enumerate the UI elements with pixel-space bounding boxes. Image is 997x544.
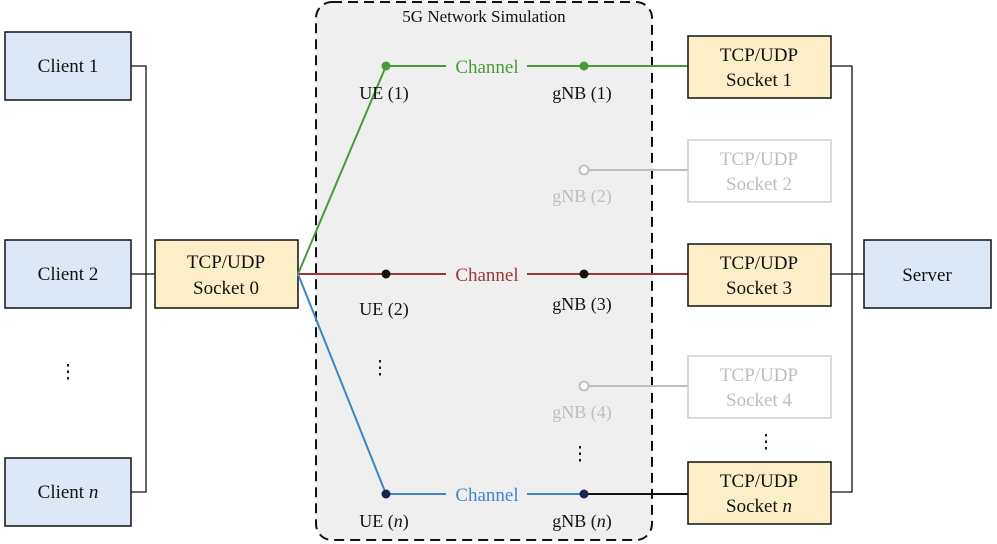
client-label-n-var: n bbox=[89, 482, 99, 503]
client-box-2: Client 2 bbox=[4, 239, 132, 309]
client-box-1: Client 1 bbox=[4, 31, 132, 101]
socket-4-box: TCP/UDP Socket 4 bbox=[687, 355, 832, 419]
socket-n-box: TCP/UDP Socket n bbox=[687, 461, 832, 525]
svg-text:gNB (4): gNB (4) bbox=[552, 402, 612, 423]
socket-3-line1: TCP/UDP bbox=[720, 253, 798, 274]
socket-0-line2: Socket 0 bbox=[193, 278, 259, 299]
ue1-label: UE ( bbox=[359, 83, 394, 104]
server-label: Server bbox=[902, 265, 952, 286]
socket-2-box: TCP/UDP Socket 2 bbox=[687, 139, 832, 203]
client-label-1: Client 1 bbox=[38, 56, 99, 77]
channel-label-n: Channel bbox=[455, 485, 518, 506]
socket-1-line2: Socket 1 bbox=[726, 70, 792, 91]
svg-text:gNB (1): gNB (1) bbox=[552, 83, 612, 104]
svg-text:gNB (3): gNB (3) bbox=[552, 294, 612, 315]
ue2-node bbox=[381, 269, 391, 279]
gnb1-label: gNB ( bbox=[552, 83, 597, 104]
client-label-n: Client bbox=[38, 482, 89, 503]
socket-2-line2: Socket 2 bbox=[726, 174, 792, 195]
gnb2-node bbox=[578, 164, 590, 176]
svg-text:UE (1): UE (1) bbox=[359, 83, 409, 104]
socket-2-line1: TCP/UDP bbox=[720, 149, 798, 170]
client-label-2: Client 2 bbox=[38, 264, 99, 285]
svg-text:gNB (2): gNB (2) bbox=[552, 186, 612, 207]
ue1-node bbox=[381, 61, 391, 71]
client-box-n: Client n bbox=[4, 457, 132, 527]
svg-text:UE (n): UE (n) bbox=[359, 511, 409, 532]
svg-text:UE (2): UE (2) bbox=[359, 299, 409, 320]
link-socket0-uen bbox=[297, 273, 387, 495]
svg-text:Socket n: Socket n bbox=[726, 496, 792, 517]
simulation-title: 5G Network Simulation bbox=[402, 7, 566, 26]
socket-0-box: TCP/UDP Socket 0 bbox=[154, 239, 299, 309]
svg-text:Client n: Client n bbox=[38, 482, 99, 503]
gnb4-node bbox=[578, 380, 590, 392]
socket-1-line1: TCP/UDP bbox=[720, 45, 798, 66]
gnb-ellipsis: ⋮ bbox=[571, 444, 590, 465]
socket-3-box: TCP/UDP Socket 3 bbox=[687, 243, 832, 307]
socket-n-line2: Socket bbox=[726, 496, 782, 517]
socket-n-line1: TCP/UDP bbox=[720, 471, 798, 492]
socket-4-line1: TCP/UDP bbox=[720, 365, 798, 386]
uen-label: UE ( bbox=[359, 511, 394, 532]
client-bracket bbox=[131, 65, 147, 493]
gnb2-label: gNB ( bbox=[552, 186, 597, 207]
gnb3-label: gNB ( bbox=[552, 294, 597, 315]
socket-n-var: n bbox=[782, 496, 792, 517]
socket-3-line2: Socket 3 bbox=[726, 278, 792, 299]
svg-text:gNB (n): gNB (n) bbox=[552, 511, 612, 532]
uen-node bbox=[381, 489, 391, 499]
server-box: Server bbox=[863, 239, 992, 309]
channel-label-1: Channel bbox=[455, 57, 518, 78]
socket-1-box: TCP/UDP Socket 1 bbox=[687, 35, 832, 99]
simulation-container bbox=[315, 1, 653, 541]
clients-ellipsis: ⋮ bbox=[59, 362, 78, 383]
gnb3-node bbox=[579, 269, 589, 279]
ue2-label: UE ( bbox=[359, 299, 394, 320]
gnbn-node bbox=[579, 489, 589, 499]
server-bracket bbox=[831, 65, 853, 493]
socket-ellipsis: ⋮ bbox=[757, 432, 776, 453]
ue-ellipsis: ⋮ bbox=[371, 358, 390, 379]
socket-4-line2: Socket 4 bbox=[726, 390, 792, 411]
link-socket0-ue1 bbox=[297, 65, 387, 275]
socket-0-line1: TCP/UDP bbox=[187, 252, 265, 273]
gnb1-node bbox=[579, 61, 589, 71]
gnb4-label: gNB ( bbox=[552, 402, 597, 423]
gnbn-label: gNB ( bbox=[552, 511, 597, 532]
channel-label-2: Channel bbox=[455, 265, 518, 286]
